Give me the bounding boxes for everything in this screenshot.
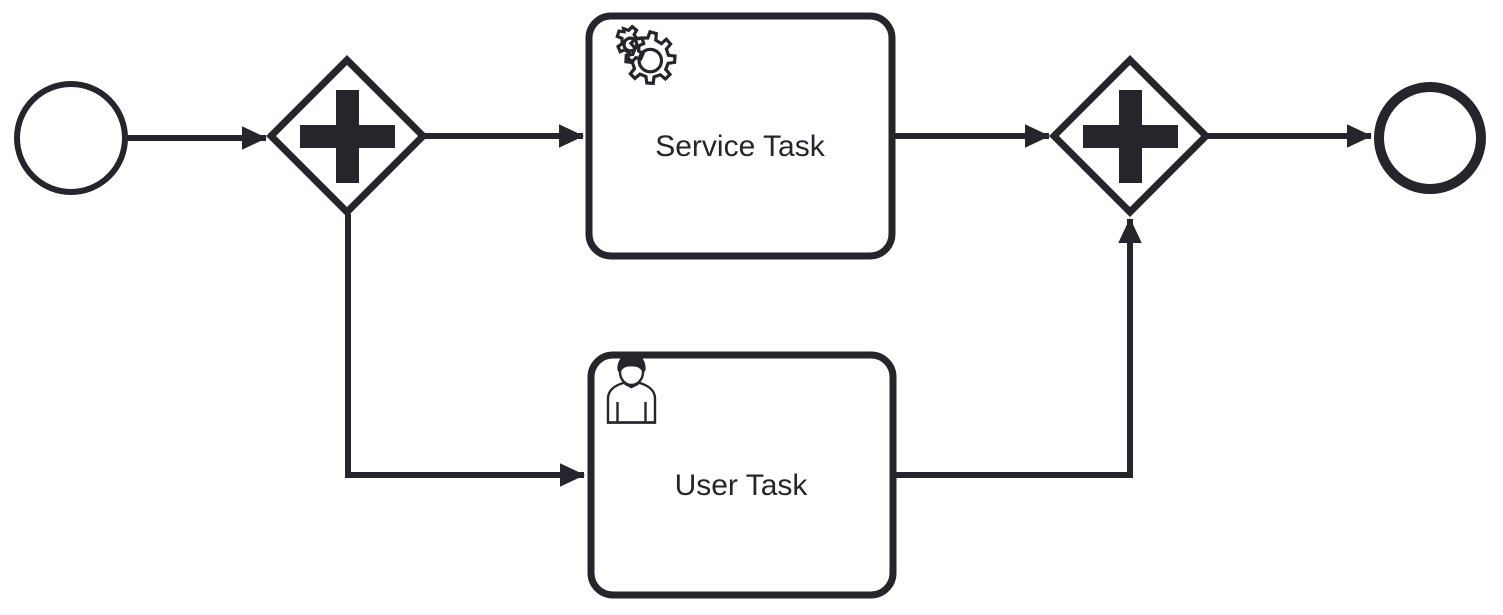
plus-icon	[1083, 90, 1178, 183]
flow-user-to-join[interactable]	[893, 217, 1142, 478]
end-event-circle[interactable]	[1374, 82, 1486, 194]
user-task-box[interactable]	[587, 351, 897, 599]
user-icon	[606, 352, 657, 424]
gateway-join[interactable]	[1049, 55, 1211, 217]
start-event-circle[interactable]	[14, 81, 128, 195]
gear-icon	[615, 24, 677, 86]
service-task-box[interactable]	[585, 12, 896, 260]
service-task[interactable]: Service Task	[585, 12, 896, 260]
plus-icon	[300, 90, 395, 183]
user-task[interactable]: User Task	[587, 351, 897, 599]
start-event[interactable]	[14, 81, 128, 195]
user-task-label: User Task	[675, 469, 809, 502]
gateway-split[interactable]	[266, 55, 428, 217]
end-event[interactable]	[1374, 82, 1486, 194]
sequence-flows	[126, 124, 1373, 487]
flow-split-to-user[interactable]	[345, 214, 586, 487]
service-task-label: Service Task	[655, 130, 826, 163]
